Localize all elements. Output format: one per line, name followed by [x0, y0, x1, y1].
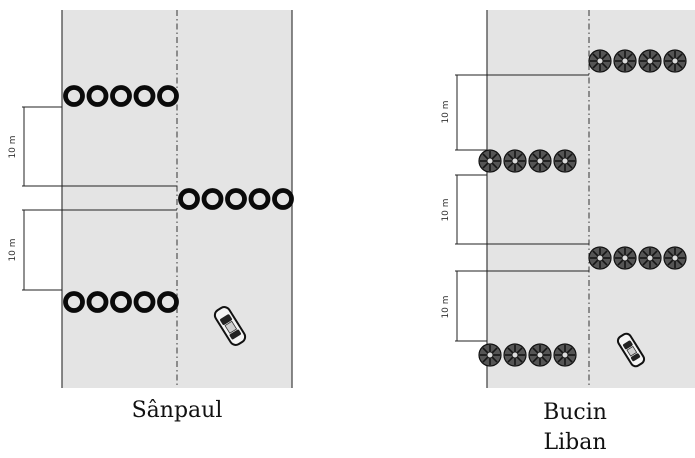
- tire: [157, 85, 179, 107]
- tire: [553, 149, 577, 173]
- panel-sanpaul: 10 m 10 m: [8, 10, 294, 388]
- caption-line: Bucin: [543, 400, 607, 425]
- tire: [588, 246, 612, 270]
- panel-bucin-liban: 10 m 10 m 10 m: [441, 10, 695, 388]
- tire: [663, 246, 687, 270]
- tire: [553, 343, 577, 367]
- caption-line: Liban: [543, 430, 607, 455]
- tire: [478, 149, 502, 173]
- tire: [588, 49, 612, 73]
- tire: [63, 291, 85, 313]
- dimension-label: 10 m: [441, 100, 451, 123]
- tire: [528, 343, 552, 367]
- tire: [613, 49, 637, 73]
- tire: [201, 188, 224, 210]
- tire: [272, 188, 294, 210]
- road-surface: [487, 10, 695, 388]
- dimension-label: 10 m: [441, 295, 451, 318]
- tire: [613, 246, 637, 270]
- dimension-label: 10 m: [8, 238, 18, 261]
- tire: [248, 188, 271, 210]
- tire: [133, 291, 156, 313]
- tire: [63, 85, 85, 107]
- tire: [178, 188, 200, 210]
- tire: [478, 343, 502, 367]
- car-icon: [213, 306, 247, 346]
- tire: [110, 85, 132, 107]
- tire: [638, 246, 662, 270]
- tire: [86, 291, 109, 313]
- caption-sanpaul: Sânpaul: [62, 398, 292, 423]
- tire: [157, 291, 179, 313]
- tire: [663, 49, 687, 73]
- tire-barriers: [478, 49, 687, 367]
- tire: [110, 291, 132, 313]
- tire: [225, 188, 247, 210]
- tire: [528, 149, 552, 173]
- tire: [503, 343, 527, 367]
- tire: [638, 49, 662, 73]
- tire-barriers: [63, 85, 294, 313]
- caption-line: Sânpaul: [131, 398, 223, 423]
- caption-bucin-liban: Bucin Liban: [490, 398, 660, 458]
- car-icon: [616, 332, 646, 368]
- dimension-label: 10 m: [441, 198, 451, 221]
- tire: [503, 149, 527, 173]
- tire: [133, 85, 156, 107]
- tire: [86, 85, 109, 107]
- dimension-label: 10 m: [8, 135, 18, 158]
